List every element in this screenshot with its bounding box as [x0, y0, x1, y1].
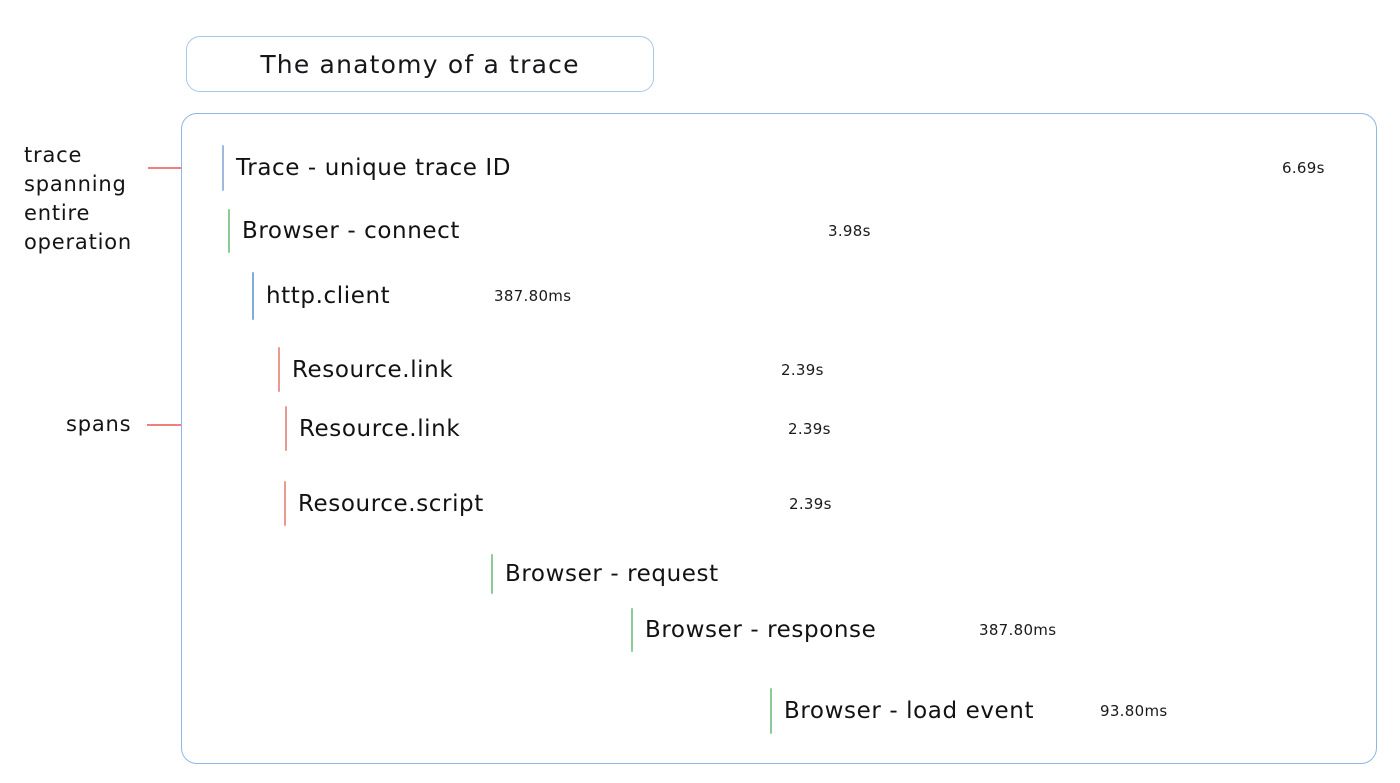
- trace-annotation-label: trace spanning entire operation: [24, 143, 133, 254]
- spans-annotation-leader-line: [147, 424, 214, 426]
- span-bar-resource-link-2[interactable]: [285, 406, 287, 451]
- span-label-browser-connect: Browser - connect: [242, 218, 461, 244]
- span-bar-browser-request[interactable]: [491, 554, 493, 594]
- span-row[interactable]: Resource.link 2.39s: [278, 347, 823, 392]
- span-row[interactable]: Resource.script 2.39s: [284, 481, 831, 526]
- span-row[interactable]: Browser - response 387.80ms: [631, 608, 1056, 652]
- span-row[interactable]: http.client 387.80ms: [252, 272, 571, 320]
- span-bar-resource-script[interactable]: [284, 481, 286, 526]
- span-label-trace-root: Trace - unique trace ID: [236, 155, 512, 181]
- span-label-browser-response: Browser - response: [645, 617, 877, 643]
- span-duration-browser-response: 387.80ms: [979, 621, 1057, 639]
- span-label-resource-link-1: Resource.link: [292, 356, 454, 383]
- span-label-resource-link-2: Resource.link: [299, 415, 461, 442]
- trace-annotation-leader-line: [148, 167, 204, 169]
- span-row[interactable]: Resource.link 2.39s: [285, 406, 830, 451]
- span-row[interactable]: Browser - request: [491, 554, 718, 594]
- span-duration-trace-root: 6.69s: [1282, 159, 1325, 177]
- span-label-http-client: http.client: [266, 283, 391, 309]
- span-bar-browser-connect[interactable]: [228, 209, 230, 253]
- span-duration-browser-load-event: 93.80ms: [1100, 702, 1168, 720]
- span-bar-trace-root[interactable]: [222, 145, 224, 191]
- spans-annotation-label: spans: [66, 412, 132, 436]
- span-row[interactable]: Browser - load event 93.80ms: [770, 688, 1167, 734]
- span-bar-browser-response[interactable]: [631, 608, 633, 652]
- span-label-browser-request: Browser - request: [505, 561, 719, 587]
- span-row[interactable]: Browser - connect 3.98s: [228, 209, 878, 253]
- page-title: The anatomy of a trace: [260, 49, 580, 79]
- title-box: The anatomy of a trace: [186, 36, 654, 92]
- span-bar-http-client[interactable]: [252, 272, 254, 320]
- span-label-browser-load-event: Browser - load event: [784, 698, 1035, 724]
- span-bar-browser-load-event[interactable]: [770, 688, 772, 734]
- span-duration-http-client: 387.80ms: [494, 287, 572, 305]
- span-duration-resource-link-2: 2.39s: [788, 419, 831, 438]
- span-bar-resource-link-1[interactable]: [278, 347, 280, 392]
- span-label-resource-script: Resource.script: [298, 490, 484, 517]
- trace-waterfall-container: [181, 113, 1377, 764]
- span-duration-resource-link-1: 2.39s: [781, 360, 824, 379]
- span-duration-resource-script: 2.39s: [789, 494, 832, 513]
- span-duration-browser-connect: 3.98s: [828, 222, 871, 240]
- span-row[interactable]: Trace - unique trace ID 6.69s: [222, 145, 1356, 191]
